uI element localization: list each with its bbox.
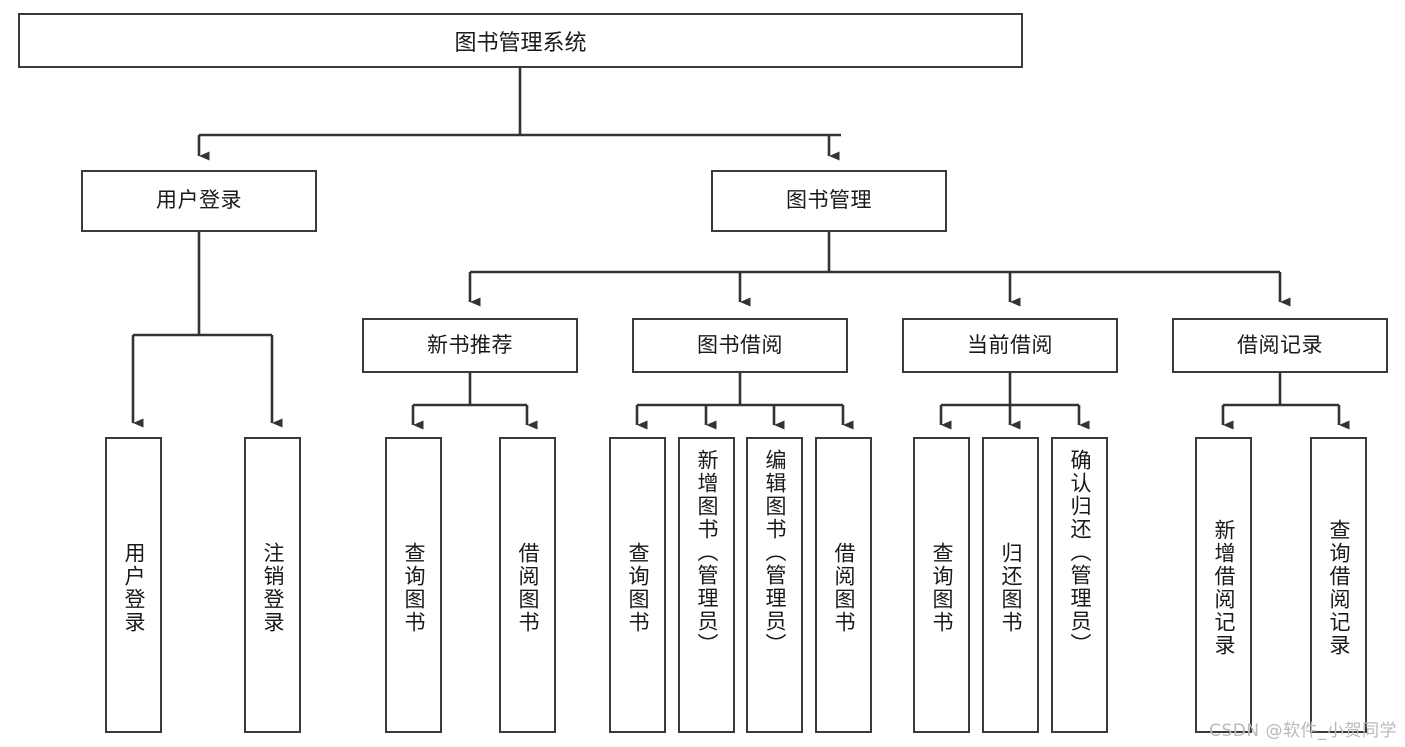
leaf-text-wrap: 查询图书 [915, 445, 968, 731]
node-label: 查询借阅记录 [1327, 519, 1351, 657]
leaf-text-wrap: 借阅图书 [501, 445, 554, 731]
node-book-management[interactable]: 图书管理 [711, 170, 947, 232]
leaf-edit-book-admin[interactable]: 编辑图书（管理员） [746, 437, 803, 733]
node-user-login[interactable]: 用户登录 [81, 170, 317, 232]
node-label: 借阅记录 [1237, 332, 1323, 357]
leaf-confirm-return-admin[interactable]: 确认归还（管理员） [1051, 437, 1108, 733]
node-label: 当前借阅 [967, 332, 1053, 357]
leaf-borrow-book-recommend[interactable]: 借阅图书 [499, 437, 556, 733]
leaf-add-borrow-record[interactable]: 新增借阅记录 [1195, 437, 1252, 733]
node-label: 注销登录 [261, 542, 285, 634]
node-label: 新增借阅记录 [1212, 519, 1236, 657]
node-current-borrow[interactable]: 当前借阅 [902, 318, 1118, 373]
leaf-text-wrap: 编辑图书（管理员） [748, 445, 801, 731]
leaf-query-book-borrow[interactable]: 查询图书 [609, 437, 666, 733]
leaf-text-wrap: 新增图书（管理员） [680, 445, 733, 731]
leaf-text-wrap: 注销登录 [246, 445, 299, 731]
leaf-add-book-admin[interactable]: 新增图书（管理员） [678, 437, 735, 733]
node-new-book-recommend[interactable]: 新书推荐 [362, 318, 578, 373]
node-label: 图书管理系统 [454, 30, 587, 56]
node-book-borrow[interactable]: 图书借阅 [632, 318, 848, 373]
leaf-text-wrap: 查询借阅记录 [1312, 445, 1365, 731]
csdn-watermark: CSDN @软件_小贺同学 [1209, 721, 1397, 741]
node-root-system[interactable]: 图书管理系统 [18, 13, 1023, 68]
leaf-text-wrap: 用户登录 [107, 445, 160, 731]
leaf-borrow-book[interactable]: 借阅图书 [815, 437, 872, 733]
leaf-text-wrap: 查询图书 [387, 445, 440, 731]
node-label: 图书借阅 [697, 332, 783, 357]
node-label: 查询图书 [402, 542, 426, 634]
leaf-query-book-recommend[interactable]: 查询图书 [385, 437, 442, 733]
node-label: 借阅图书 [832, 542, 856, 634]
leaf-user-login[interactable]: 用户登录 [105, 437, 162, 733]
leaf-query-borrow-record[interactable]: 查询借阅记录 [1310, 437, 1367, 733]
node-label: 查询图书 [930, 542, 954, 634]
leaf-text-wrap: 归还图书 [984, 445, 1037, 731]
leaf-logout[interactable]: 注销登录 [244, 437, 301, 733]
node-label: 用户登录 [156, 188, 242, 213]
node-borrow-record[interactable]: 借阅记录 [1172, 318, 1388, 373]
leaf-text-wrap: 确认归还（管理员） [1053, 445, 1106, 731]
leaf-text-wrap: 借阅图书 [817, 445, 870, 731]
leaf-query-book-current[interactable]: 查询图书 [913, 437, 970, 733]
node-label: 编辑图书（管理员） [763, 449, 787, 656]
node-label: 新增图书（管理员） [695, 449, 719, 656]
node-label: 图书管理 [786, 188, 872, 213]
node-label: 确认归还（管理员） [1068, 449, 1092, 656]
node-label: 查询图书 [626, 542, 650, 634]
leaf-text-wrap: 新增借阅记录 [1197, 445, 1250, 731]
node-label: 用户登录 [122, 542, 146, 634]
node-label: 归还图书 [999, 542, 1023, 634]
node-label: 借阅图书 [516, 542, 540, 634]
node-label: 新书推荐 [427, 332, 513, 357]
leaf-text-wrap: 查询图书 [611, 445, 664, 731]
leaf-return-book[interactable]: 归还图书 [982, 437, 1039, 733]
